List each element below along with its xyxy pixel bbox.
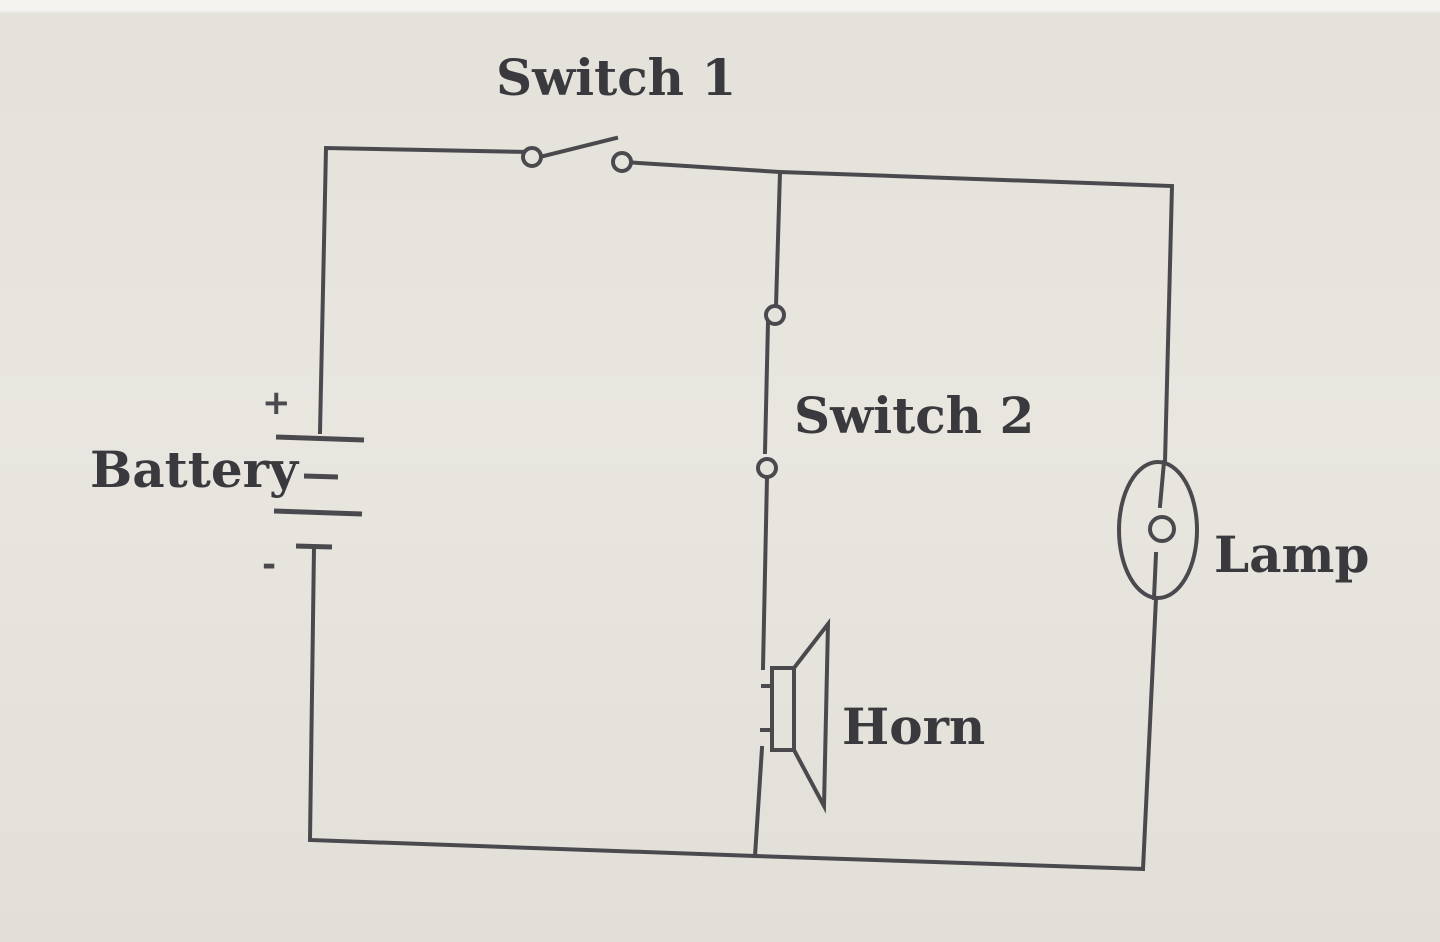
wire-top-right: [621, 159, 1175, 465]
switch-1-symbol: [521, 135, 633, 173]
battery-positive-sign: +: [262, 383, 291, 423]
lamp-filament: [1148, 515, 1176, 543]
switch-2-label: Switch 2: [794, 386, 1034, 445]
horn-cone: [791, 617, 831, 814]
horn-body: [770, 666, 796, 752]
wire-middle-upper: [773, 169, 783, 309]
switch-2-terminal-bottom: [756, 457, 778, 479]
lamp-bulb-outline: [1117, 460, 1199, 600]
switch-1-blade: [537, 135, 619, 160]
switch-1-label: Switch 1: [496, 48, 736, 107]
battery-plate-long-1: [275, 434, 365, 443]
switch-2-blade: [762, 319, 771, 455]
battery-plate-short-1: [303, 473, 339, 480]
battery-negative-sign: -: [262, 545, 276, 585]
wire-middle-lower: [752, 474, 770, 859]
horn-symbol: [760, 617, 831, 814]
switch-2-terminal-top: [764, 304, 786, 326]
switch-2-symbol: [756, 304, 786, 479]
battery-plate-long-2: [273, 508, 363, 517]
lamp-filament-leads: [1151, 459, 1167, 601]
battery-symbol: [273, 434, 365, 550]
switch-1-terminal-left: [521, 146, 543, 168]
lamp-symbol: [1117, 459, 1199, 601]
horn-label: Horn: [842, 697, 985, 756]
wire-bottom: [307, 544, 1159, 872]
switch-1-terminal-right: [611, 151, 633, 173]
lamp-label: Lamp: [1214, 525, 1369, 584]
wire-left-top: [317, 145, 533, 435]
battery-label: Battery: [90, 440, 300, 499]
